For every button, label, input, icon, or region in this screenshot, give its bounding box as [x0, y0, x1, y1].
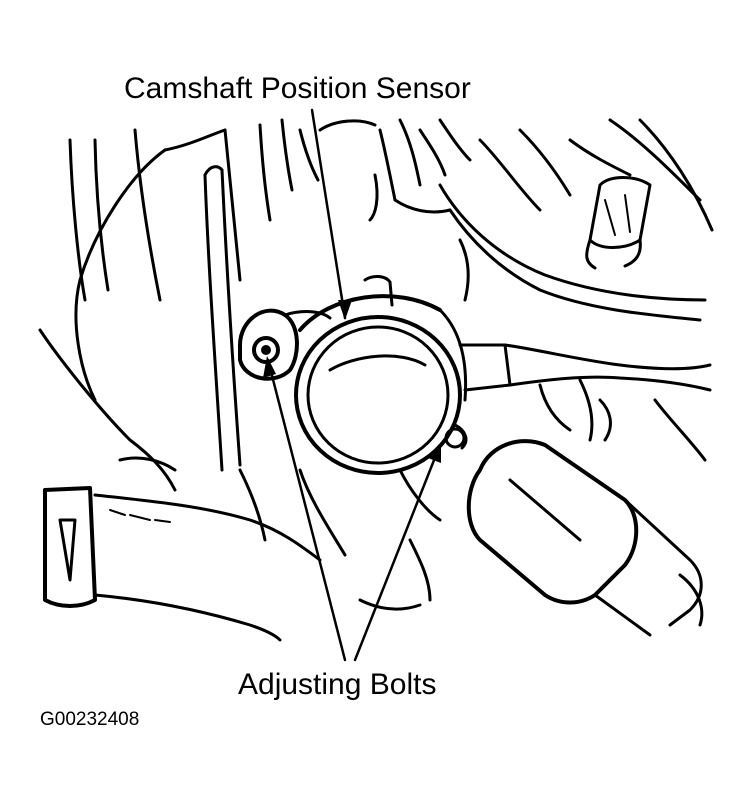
- timing-cover: [38, 118, 320, 492]
- label-adjusting-bolts: Adjusting Bolts: [238, 668, 437, 701]
- arrowhead-bolt-left: [263, 356, 276, 378]
- figure-code: G00232408: [40, 709, 140, 730]
- arrowhead-bolt-right: [428, 442, 441, 463]
- leader-sensor: [310, 108, 347, 320]
- sensor-connector-lower: [466, 398, 707, 637]
- lower-hose-and-clip: [43, 456, 442, 642]
- adjusting-bolt-right: [444, 427, 466, 449]
- dipstick-rod: [203, 165, 242, 472]
- sensor-connector-upper: [585, 176, 652, 270]
- leader-bolt-right: [353, 443, 442, 662]
- leader-lines: [266, 108, 442, 662]
- arrowheads: [263, 300, 441, 463]
- arrowhead-sensor: [338, 300, 352, 320]
- sensor-bracket: [458, 343, 712, 442]
- upper-components: [318, 118, 714, 322]
- label-camshaft-position-sensor: Camshaft Position Sensor: [124, 72, 471, 105]
- leader-bolt-left: [266, 358, 347, 662]
- camshaft-sensor-body: [294, 275, 468, 475]
